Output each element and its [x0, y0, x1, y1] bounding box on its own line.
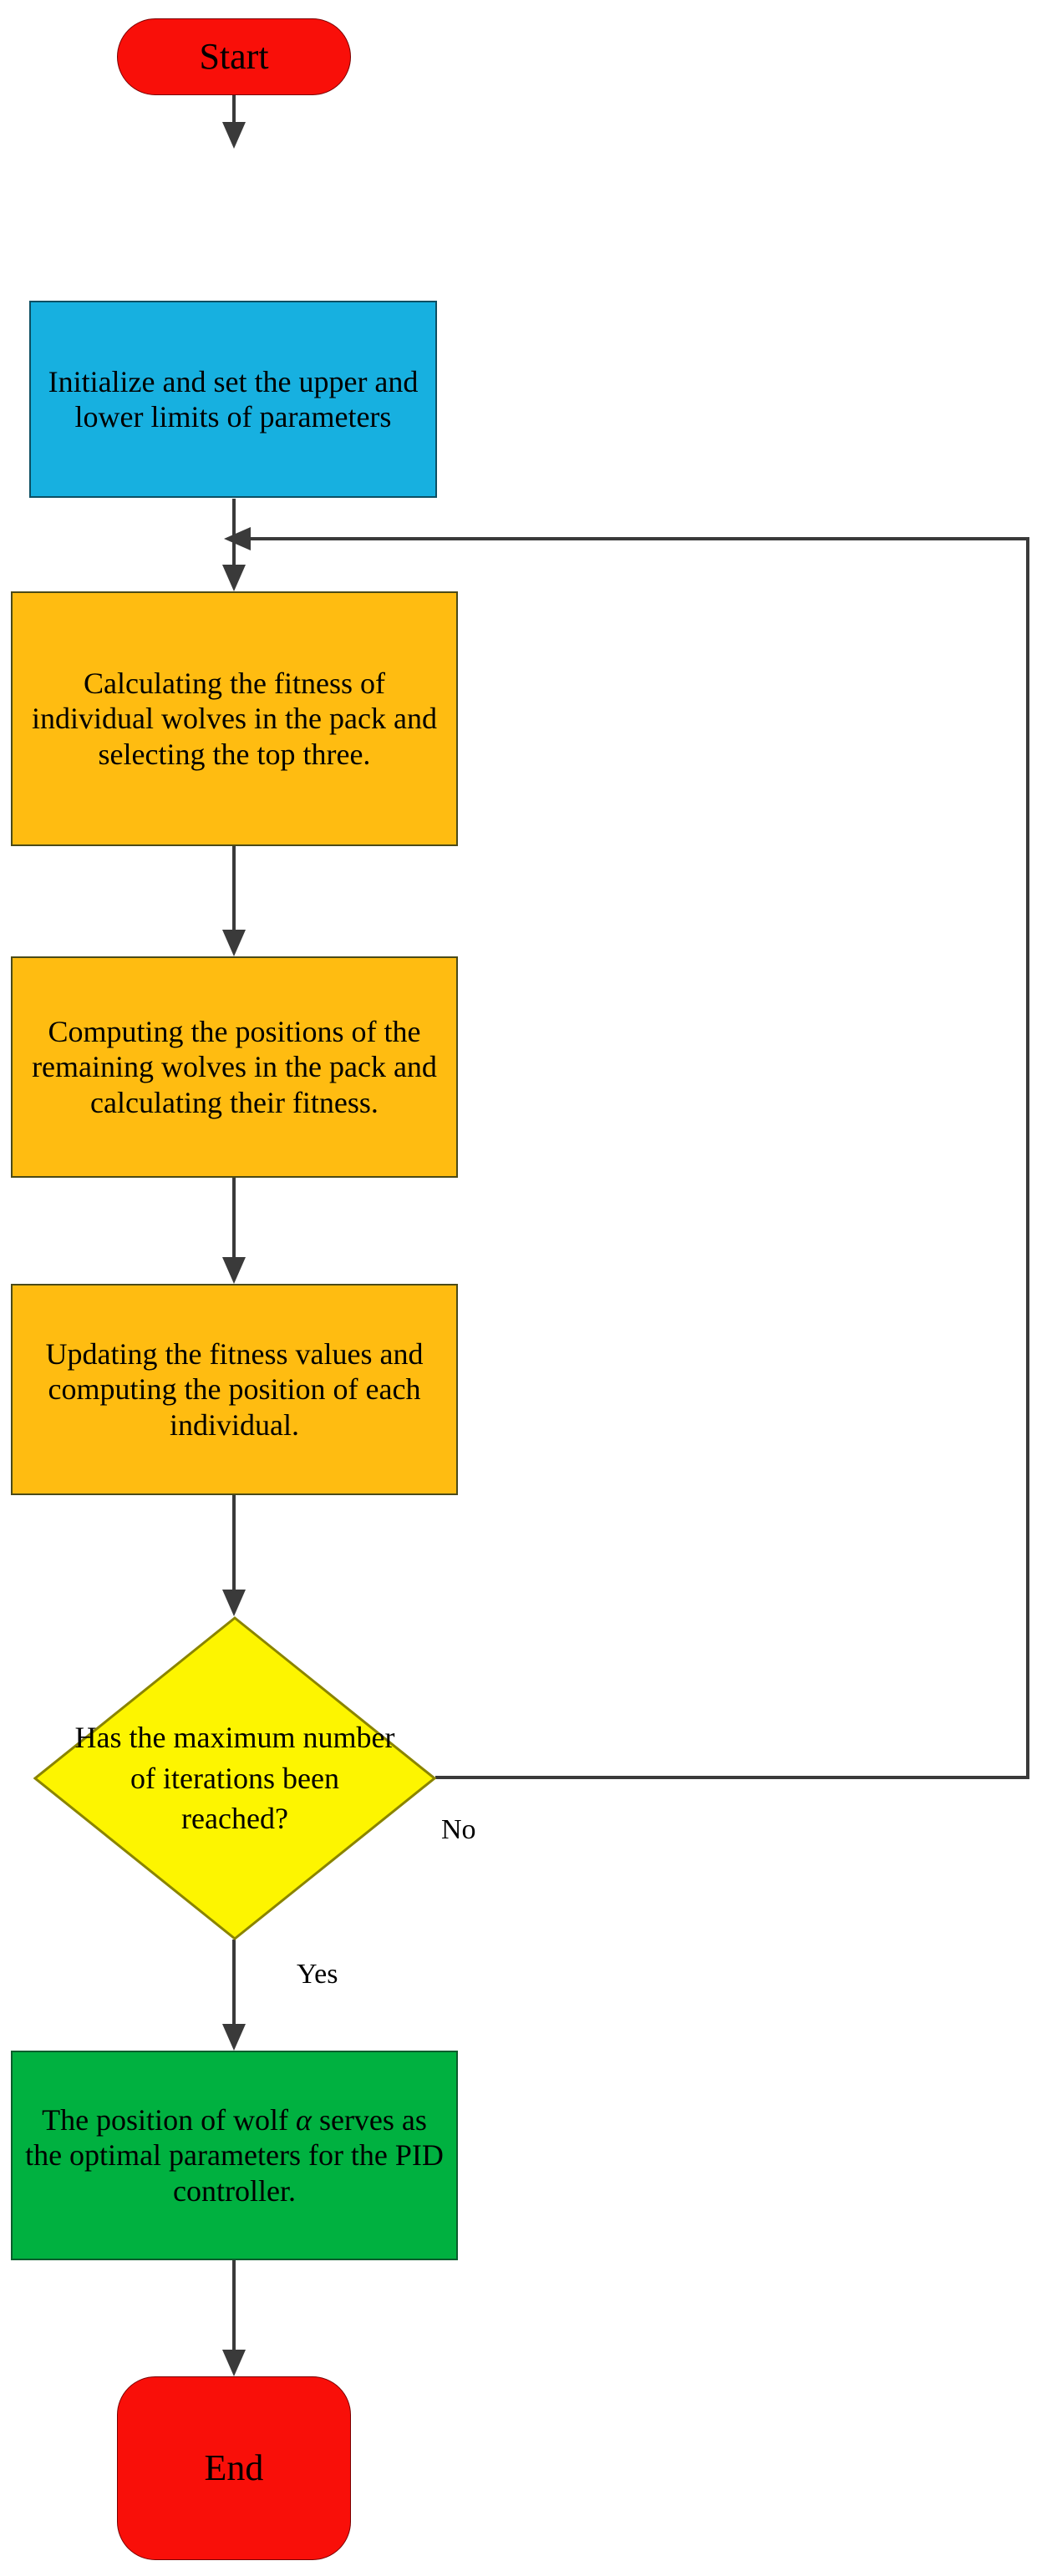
node-update-fitness[interactable]: Updating the fitness values and computin… [11, 1284, 458, 1495]
edge-positions-to-update [222, 1178, 246, 1284]
node-result-label-after: serves as the optimal parameters for the… [25, 2102, 444, 2208]
node-decision-max-iterations[interactable]: Has the maximum number of iterations bee… [33, 1616, 436, 1940]
node-result-label-before: The position of wolf [42, 2102, 297, 2137]
edge-decision-no-feedback [224, 527, 1029, 1779]
edge-result-to-end [222, 2260, 246, 2376]
edge-decision-yes-to-result [222, 1940, 246, 2051]
node-decision-label: Has the maximum number of iterations bee… [74, 1721, 395, 1836]
node-compute-positions[interactable]: Computing the positions of the remaining… [11, 956, 458, 1178]
alpha-symbol: α [296, 2102, 312, 2137]
node-initialize[interactable]: Initialize and set the upper and lower l… [29, 301, 437, 498]
edge-label-no: No [441, 1814, 476, 1845]
edge-fitness-to-positions [222, 846, 246, 956]
edge-start-to-initialize [222, 94, 246, 149]
edge-initialize-to-fitness [222, 499, 246, 591]
edge-label-yes: Yes [297, 1959, 338, 1990]
edge-update-to-decision [222, 1495, 246, 1616]
node-end-label: End [204, 2447, 264, 2489]
node-end[interactable]: End [117, 2376, 351, 2560]
node-update-fitness-label: Updating the fitness values and computin… [45, 1336, 424, 1442]
node-calculate-fitness-label: Calculating the fitness of individual wo… [32, 666, 437, 771]
node-start[interactable]: Start [117, 18, 351, 95]
decision-diamond-shape [33, 1616, 436, 1940]
node-calculate-fitness[interactable]: Calculating the fitness of individual wo… [11, 591, 458, 846]
node-initialize-label: Initialize and set the upper and lower l… [48, 364, 419, 434]
node-compute-positions-label: Computing the positions of the remaining… [32, 1014, 437, 1119]
node-result-label: The position of wolf α serves as the opt… [24, 2102, 445, 2208]
node-result-optimal-parameters[interactable]: The position of wolf α serves as the opt… [11, 2051, 458, 2260]
node-start-label: Start [199, 36, 269, 78]
